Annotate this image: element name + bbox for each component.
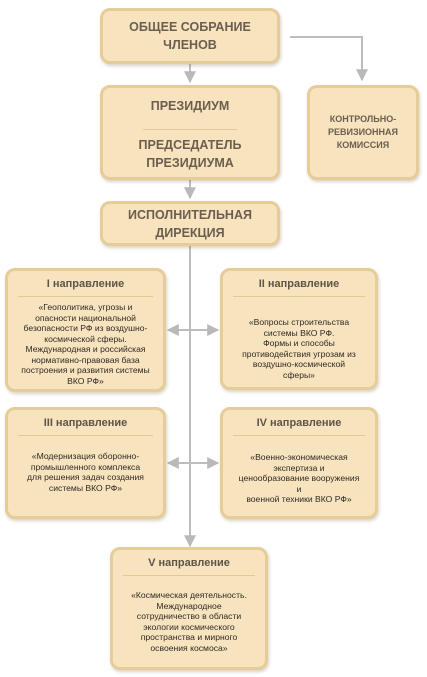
direction-5-line: освоения космоса» (150, 642, 228, 653)
direction-1-separator (18, 296, 153, 297)
direction-5-separator (123, 575, 255, 576)
direction-3-title: III направление (43, 417, 128, 429)
audit-commission-line2: РЕВИЗИОННАЯ (327, 127, 399, 137)
direction-1-text: «Геополитика, угрозы и опасности национа… (12, 302, 159, 386)
direction-1-title: I направление (46, 278, 125, 290)
direction-2-separator (233, 296, 365, 297)
direction-5-title: V направление (148, 557, 230, 569)
executive-board-box: ИСПОЛНИТЕЛЬНАЯ ДИРЕКЦИЯ (100, 201, 280, 246)
direction-3-line: «Модернизация оборонно- (31, 451, 140, 461)
direction-4-box: IV направление «Военно-экономическая экс… (220, 407, 378, 519)
presidium-chair-line1: ПРЕДСЕДАТЕЛЬ (138, 138, 242, 152)
arrow-meeting-to-audit (290, 36, 368, 82)
direction-4-separator (233, 435, 365, 436)
presidium-chair-line2: ПРЕЗИДИУМА (146, 156, 234, 170)
presidium-box: ПРЕЗИДИУМ ПРЕДСЕДАТЕЛЬ ПРЕЗИДИУМА (100, 85, 280, 180)
direction-4-line: экспертиза и (273, 462, 325, 473)
direction-1-line: ВКО РФ» (67, 375, 104, 386)
audit-commission-line1: КОНТРОЛЬНО- (329, 114, 397, 124)
direction-5-line: сотрудничество в области (136, 611, 242, 621)
direction-1-line: нормативно-правовая база (31, 354, 140, 365)
direction-2-line: «Вопросы строительства (248, 317, 350, 327)
direction-4-title: IV направление (256, 417, 342, 429)
direction-5-line: Международное (156, 600, 222, 611)
direction-5-text: «Космическая деятельность. Международное… (117, 590, 261, 653)
direction-3-box: III направление «Модернизация оборонно- … (5, 407, 166, 519)
direction-5-line: экологии космического (143, 621, 235, 632)
direction-4-text: «Военно-экономическая экспертиза и ценоо… (227, 452, 371, 505)
direction-1-box: I направление «Геополитика, угрозы и опа… (5, 268, 166, 392)
direction-1-line: опасности национальной (35, 312, 136, 323)
audit-commission-line3: КОМИССИЯ (336, 140, 390, 150)
general-meeting-line1: ОБЩЕЕ СОБРАНИЕ (129, 20, 251, 34)
audit-commission-box: КОНТРОЛЬНО- РЕВИЗИОННАЯ КОМИССИЯ (307, 85, 419, 180)
direction-4-line: ценообразование вооружения (238, 473, 360, 483)
direction-4-line: военной техники ВКО РФ» (246, 494, 352, 504)
direction-4-line: «Военно-экономическая (250, 452, 348, 462)
presidium-title: ПРЕЗИДИУМ (150, 99, 230, 113)
presidium-separator (143, 129, 237, 130)
general-meeting-line2: ЧЛЕНОВ (163, 38, 217, 52)
direction-5-box: V направление «Космическая деятельность.… (110, 547, 268, 670)
direction-2-line: Формы и способы (263, 338, 335, 348)
direction-2-line: системы ВКО РФ. (263, 327, 335, 338)
direction-3-line: системы ВКО РФ» (48, 482, 123, 493)
direction-5-line: пространства и мирного (140, 632, 238, 642)
executive-line1: ИСПОЛНИТЕЛЬНАЯ (128, 207, 252, 222)
direction-2-title: II направление (258, 278, 340, 290)
direction-5-line: «Космическая деятельность. (131, 590, 247, 600)
general-meeting-box: ОБЩЕЕ СОБРАНИЕ ЧЛЕНОВ (100, 8, 280, 64)
direction-4-line: и (296, 483, 302, 494)
direction-1-line: безопасности РФ из воздушно- (23, 323, 148, 333)
direction-1-line: построения и развития системы (21, 365, 150, 375)
direction-2-box: II направление «Вопросы строительства си… (220, 268, 378, 390)
direction-2-line: противодействия угрозам из (242, 348, 356, 359)
direction-2-line: воздушно-космической (252, 359, 346, 369)
executive-line2: ДИРЕКЦИЯ (155, 225, 225, 240)
direction-3-separator (18, 435, 153, 436)
direction-2-text: «Вопросы строительства системы ВКО РФ. Ф… (227, 317, 371, 380)
direction-3-line: для решения задач создания (27, 472, 144, 482)
direction-2-line: сферы» (283, 369, 315, 380)
direction-3-text: «Модернизация оборонно- промышленного ко… (12, 451, 159, 493)
direction-1-line: Международная и российская (25, 344, 146, 354)
direction-1-line: космической сферы. (44, 333, 127, 344)
direction-1-line: «Геополитика, угрозы и (38, 302, 133, 312)
direction-3-line: промышленного комплекса (30, 461, 141, 472)
